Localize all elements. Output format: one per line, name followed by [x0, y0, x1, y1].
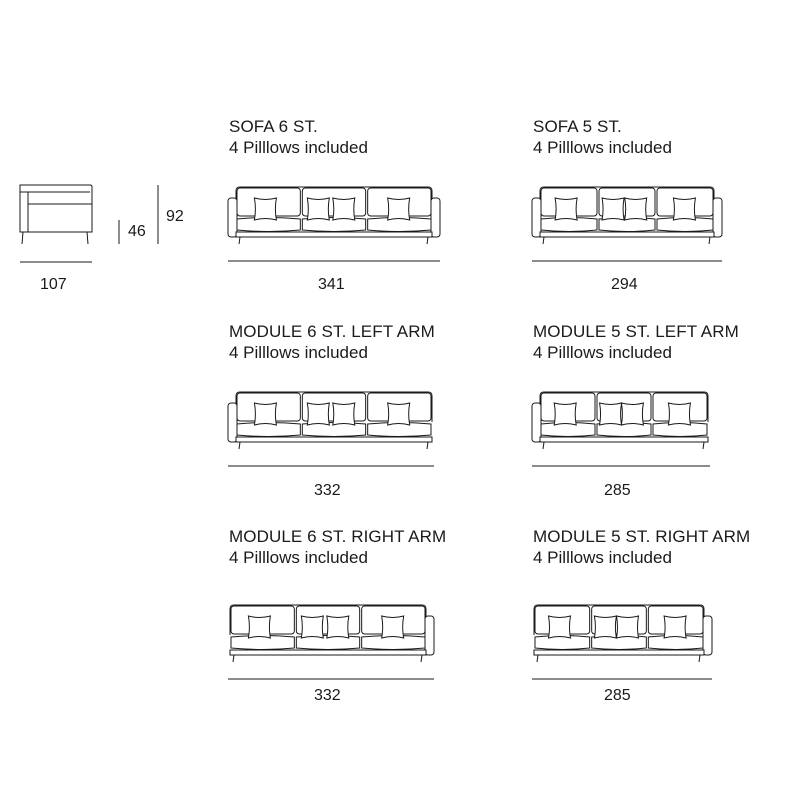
item-subtitle: 4 Pilllows included [533, 343, 672, 362]
sofa-leg [239, 237, 240, 244]
pillow [382, 616, 404, 638]
left-arm [228, 198, 237, 237]
right-arm [425, 616, 434, 655]
item-subtitle: 4 Pilllows included [229, 138, 368, 157]
sofa-leg [543, 237, 544, 244]
item-width-label: 285 [604, 687, 631, 704]
sofa-drawing [228, 598, 434, 668]
pillow [668, 403, 690, 425]
pillow [555, 198, 577, 220]
item-width-label: 332 [314, 482, 341, 499]
sofa-leg [543, 442, 544, 449]
pillow [388, 198, 410, 220]
sofa-leg [233, 655, 234, 662]
item-title: MODULE 5 ST. RIGHT ARM [533, 527, 751, 546]
right-arm [431, 198, 440, 237]
item-width-label: 341 [318, 276, 345, 293]
pillow [664, 616, 686, 638]
pillow [673, 198, 695, 220]
pillow [333, 198, 355, 220]
sofa-base [236, 232, 432, 237]
sofa-leg [239, 442, 240, 449]
sofa-drawing [228, 385, 434, 455]
sofa-leg [709, 237, 710, 244]
seat-cushion [368, 423, 431, 437]
sofa-drawing [532, 180, 722, 250]
item-title: MODULE 6 ST. LEFT ARM [229, 322, 435, 341]
item-width-label: 294 [611, 276, 638, 293]
seat-cushion [541, 423, 595, 437]
left-arm [532, 403, 541, 442]
pillow [307, 403, 329, 425]
sofa-drawing [532, 598, 712, 668]
seat-cushion [368, 218, 431, 232]
side-depth-label: 107 [40, 276, 67, 293]
sofa-base [540, 232, 714, 237]
item-subtitle: 4 Pilllows included [229, 548, 368, 567]
seat-cushion [535, 636, 590, 650]
sofa-base [534, 650, 704, 655]
seat-cushion [653, 423, 707, 437]
left-arm [228, 403, 237, 442]
item-title: MODULE 6 ST. RIGHT ARM [229, 527, 447, 546]
pillow [248, 616, 270, 638]
pillow [254, 403, 276, 425]
item-title: MODULE 5 ST. LEFT ARM [533, 322, 739, 341]
seat-cushion [541, 218, 597, 232]
item-width-label: 332 [314, 687, 341, 704]
left-arm [532, 198, 541, 237]
sofa-leg [703, 442, 704, 449]
item-subtitle: 4 Pilllows included [229, 343, 368, 362]
sofa-leg [427, 237, 428, 244]
pillow [327, 616, 349, 638]
seat-cushion [237, 218, 300, 232]
pillow [625, 198, 647, 220]
side-total-height-label: 92 [166, 208, 184, 225]
pillow [617, 616, 639, 638]
right-arm [703, 616, 712, 655]
pillow [388, 403, 410, 425]
seat-cushion [648, 636, 703, 650]
seat-cushion [657, 218, 713, 232]
item-subtitle: 4 Pilllows included [533, 548, 672, 567]
right-arm [713, 198, 722, 237]
pillow [594, 616, 616, 638]
sofa-drawing [228, 180, 440, 250]
pillow [600, 403, 622, 425]
item-subtitle: 4 Pilllows included [533, 138, 672, 157]
pillow [254, 198, 276, 220]
pillow [307, 198, 329, 220]
sofa-base [236, 437, 432, 442]
item-title: SOFA 5 ST. [533, 117, 622, 136]
sofa-leg [427, 442, 428, 449]
seat-cushion [362, 636, 425, 650]
side-seat-height-label: 46 [128, 223, 146, 240]
sofa-base [540, 437, 708, 442]
sofa-leg [421, 655, 422, 662]
pillow [602, 198, 624, 220]
sofa-leg [537, 655, 538, 662]
sofa-drawing [532, 385, 710, 455]
item-title: SOFA 6 ST. [229, 117, 318, 136]
seat-cushion [231, 636, 294, 650]
seat-cushion [237, 423, 300, 437]
pillow [301, 616, 323, 638]
pillow [621, 403, 643, 425]
sofa-leg [699, 655, 700, 662]
pillow [549, 616, 571, 638]
pillow [554, 403, 576, 425]
sofa-base [230, 650, 426, 655]
item-width-label: 285 [604, 482, 631, 499]
pillow [333, 403, 355, 425]
